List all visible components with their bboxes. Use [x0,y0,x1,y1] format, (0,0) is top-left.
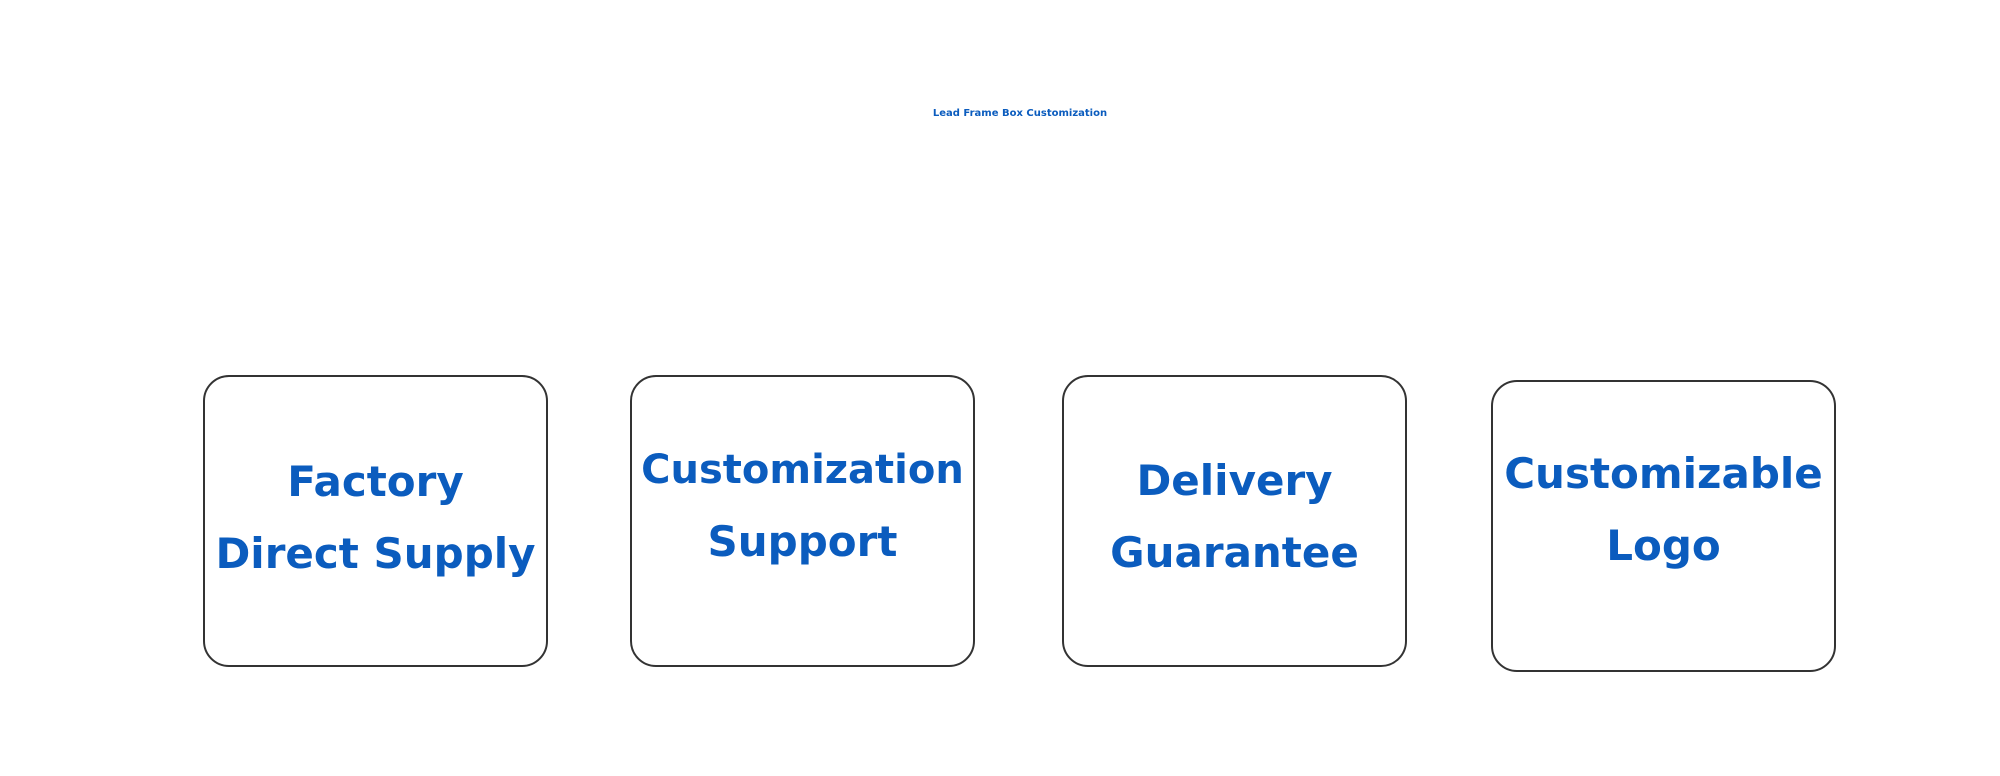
feature-card-label: Customizable Logo [1493,438,1834,582]
feature-card-label-line-2: Support [707,517,898,566]
feature-card-customizable-logo: Customizable Logo [1491,380,1836,672]
feature-card-label-line-1: Factory [287,457,464,506]
feature-card-factory-direct-supply: Factory Direct Supply [203,375,548,667]
feature-card-label-line-1: Delivery [1136,456,1333,505]
feature-card-label-line-1: Customizable [1504,449,1823,498]
feature-card-label: Delivery Guarantee [1064,445,1405,589]
page-title: Lead Frame Box Customization [932,108,1108,119]
feature-card-customization-support: Customization Support [630,375,975,667]
feature-card-label-line-2: Logo [1606,521,1721,570]
feature-card-label-line-2: Direct Supply [215,529,536,578]
feature-card-label-line-2: Guarantee [1110,528,1359,577]
feature-card-label-line-1: Customization [641,447,964,493]
feature-card-label: Factory Direct Supply [205,446,546,590]
feature-card-delivery-guarantee: Delivery Guarantee [1062,375,1407,667]
feature-card-label: Customization Support [632,434,973,578]
